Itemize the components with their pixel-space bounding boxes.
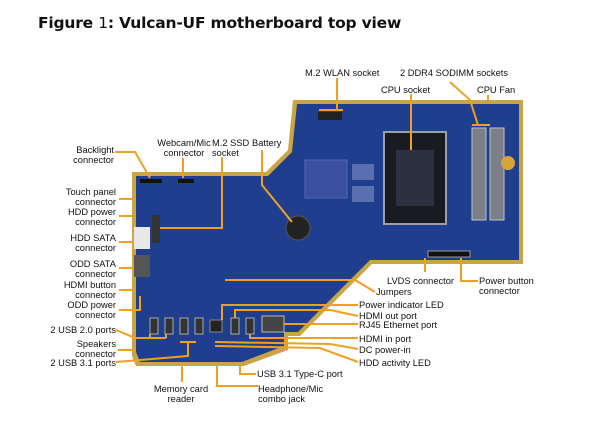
label-line: connector <box>75 197 116 207</box>
label-line: HDMI button <box>63 280 116 290</box>
label-line: connector <box>75 349 116 359</box>
label-line: connector <box>479 286 520 296</box>
label-lvds-connector: LVDS connector <box>387 276 455 286</box>
label-line: M.2 SSD <box>212 138 250 148</box>
m2-ssd-slot <box>152 215 160 243</box>
leader-dc-power <box>214 341 359 350</box>
label-cpu-socket: CPU socket <box>381 85 431 95</box>
leader-ddr4 <box>449 81 490 126</box>
label-line: Power button <box>479 276 534 286</box>
memory-chip <box>352 164 374 180</box>
label-m2-wlan-socket: M.2 WLAN socket <box>305 68 380 78</box>
leader-hdmi-out <box>234 309 359 318</box>
label-power-indicator-led: Power indicator LED <box>359 300 444 310</box>
cpu-socket-pins <box>396 150 434 206</box>
leader-m2-wlan <box>319 78 343 111</box>
hp-logo <box>501 156 515 170</box>
chipset <box>304 159 348 199</box>
leader-power-button <box>460 258 478 282</box>
label-line: reader <box>167 394 195 404</box>
hdd-sata-port <box>134 227 150 249</box>
label-rj45-ethernet-port: RJ45 Ethernet port <box>359 320 438 330</box>
usb-port <box>179 317 189 335</box>
label-usb20-ports: 2 USB 2.0 ports <box>50 325 116 335</box>
label-line: ODD SATA <box>69 259 116 269</box>
backlight-connector-shape <box>140 179 162 183</box>
label-line: connector <box>75 243 116 253</box>
label-usb31-ports: 2 USB 3.1 ports <box>50 358 116 368</box>
leader-lines <box>115 78 490 387</box>
title-text: : Vulcan-UF motherboard top view <box>107 14 402 32</box>
dc-jack <box>209 319 223 333</box>
leader-typec <box>239 366 256 375</box>
leader-m2-ssd <box>160 157 223 229</box>
figure-title: Figure 1: Vulcan-UF motherboard top view <box>38 14 401 32</box>
wlan-socket <box>318 112 342 120</box>
label-line: connector <box>75 217 116 227</box>
label-hdmi-out-port: HDMI out port <box>359 311 417 321</box>
label-line: Touch panel <box>65 187 116 197</box>
label-hdmi-in-port: HDMI in port <box>359 334 412 344</box>
label-hdd-activity-led: HDD activity LED <box>359 358 431 368</box>
label-line: HDD SATA <box>70 233 116 243</box>
leader-usb20 <box>115 329 167 339</box>
title-prefix: Figure <box>38 14 99 32</box>
hdmi-in <box>245 317 255 335</box>
leader-backlight <box>115 151 151 179</box>
leader-power-led <box>221 304 358 320</box>
lvds-connector-shape <box>427 250 471 258</box>
label-line: Webcam/Mic <box>157 138 211 148</box>
label-line: combo jack <box>258 394 306 404</box>
leader-odd-power <box>119 296 141 311</box>
leader-jumpers <box>225 279 376 293</box>
leader-headphone <box>216 366 258 387</box>
label-line: Memory card <box>153 384 209 394</box>
webcam-connector-shape <box>178 179 194 183</box>
figure-number: 1 <box>98 14 108 32</box>
odd-sata-port <box>134 255 150 277</box>
label-line: connector <box>163 148 205 158</box>
label-line: connector <box>73 155 114 165</box>
label-line: connector <box>75 269 116 279</box>
label-line: connector <box>75 310 116 320</box>
label-line: socket <box>212 148 239 158</box>
label-line: ODD power <box>67 300 116 310</box>
usb-port <box>149 317 159 335</box>
leader-usb31 <box>115 341 196 363</box>
label-line: connector <box>75 290 116 300</box>
label-battery: Battery <box>252 138 282 148</box>
label-line: HDD power <box>67 207 116 217</box>
usb-port <box>194 317 204 335</box>
sodimm-slot <box>489 127 505 221</box>
leader-hdd-led <box>214 345 359 363</box>
label-line: Headphone/Mic <box>258 384 324 394</box>
leader-hdmi-in <box>249 334 358 339</box>
rj45-port <box>261 315 285 333</box>
label-usb-typec-port: USB 3.1 Type-C port <box>257 369 343 379</box>
memory-chip <box>352 186 374 202</box>
label-jumpers: Jumpers <box>376 287 412 297</box>
usb-port <box>164 317 174 335</box>
label-line: Backlight <box>76 145 114 155</box>
label-dc-power-in: DC power-in <box>359 345 411 355</box>
label-cpu-fan: CPU Fan <box>477 85 516 95</box>
sodimm-slot <box>471 127 487 221</box>
label-line: Speakers <box>76 339 116 349</box>
leader-battery <box>261 150 293 223</box>
label-ddr4-sodimm: 2 DDR4 SODIMM sockets <box>400 68 508 78</box>
hdmi-out <box>230 317 240 335</box>
